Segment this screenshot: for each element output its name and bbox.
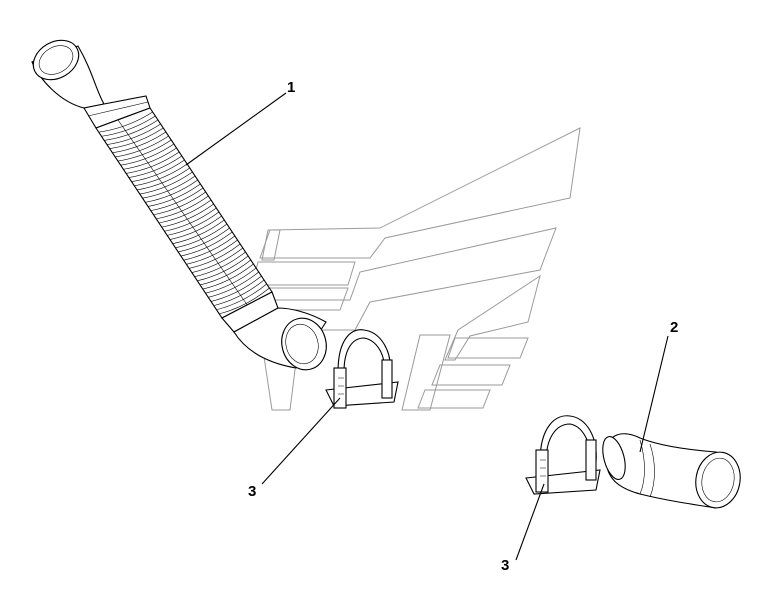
leader-line-3a — [261, 397, 341, 485]
flexible-hose-part-1 — [31, 39, 327, 371]
hose-rib — [139, 171, 193, 195]
hose-rib — [145, 179, 198, 203]
hose-rib — [202, 263, 254, 290]
hose-rib — [167, 211, 220, 236]
leader-line-2 — [639, 335, 669, 453]
leader-line-3b — [515, 483, 545, 561]
hose-rib — [208, 271, 259, 298]
hose-rib — [172, 219, 225, 244]
hose-rib — [137, 167, 190, 191]
callout-label-3a: 3 — [248, 483, 256, 500]
hose-rib — [150, 187, 204, 211]
hose-rib — [178, 227, 230, 253]
hose-rib — [106, 123, 161, 145]
hose-rib — [112, 131, 167, 154]
callout-label-1: 1 — [287, 79, 295, 96]
hose-rib — [117, 139, 172, 162]
callout-label-2: 2 — [670, 319, 678, 336]
hose-rib — [134, 163, 188, 187]
hose-rib — [164, 207, 217, 232]
hose-rib — [142, 175, 196, 199]
hose-seam — [117, 119, 249, 307]
hose-rib — [115, 135, 169, 158]
elbow-pipe-part-2 — [602, 433, 741, 509]
hose-rib — [183, 235, 236, 261]
hose-rib — [98, 111, 153, 133]
hose-rib — [128, 155, 182, 178]
hose-rib — [156, 195, 209, 220]
hose-rib — [123, 147, 177, 170]
hose-rib — [120, 143, 175, 166]
hose-rib — [147, 183, 201, 207]
hose-rib — [131, 159, 185, 182]
hose-rib — [205, 267, 257, 294]
hose-rib — [216, 283, 267, 311]
hose-rib — [169, 215, 222, 240]
hose-rib — [158, 199, 212, 224]
leader-lines — [185, 92, 669, 561]
hose-rib — [153, 191, 206, 216]
u-bolt-clamp-part-3b — [525, 415, 601, 495]
hose-rib — [126, 151, 180, 174]
leader-line-1 — [185, 92, 287, 166]
hose-rib — [210, 275, 262, 302]
u-bolt-clamp-part-3a — [325, 329, 399, 409]
hose-rib — [180, 231, 233, 257]
hose-rib — [213, 279, 265, 306]
hose-rib — [175, 223, 228, 249]
watermark-logo — [244, 127, 581, 411]
hose-rib — [161, 203, 214, 228]
hose-rib — [219, 287, 270, 315]
callout-label-3b: 3 — [501, 557, 509, 574]
hose-rib — [101, 115, 156, 137]
hose-rib — [104, 119, 159, 141]
hose-rib — [109, 127, 164, 149]
hose-rib — [186, 239, 238, 265]
